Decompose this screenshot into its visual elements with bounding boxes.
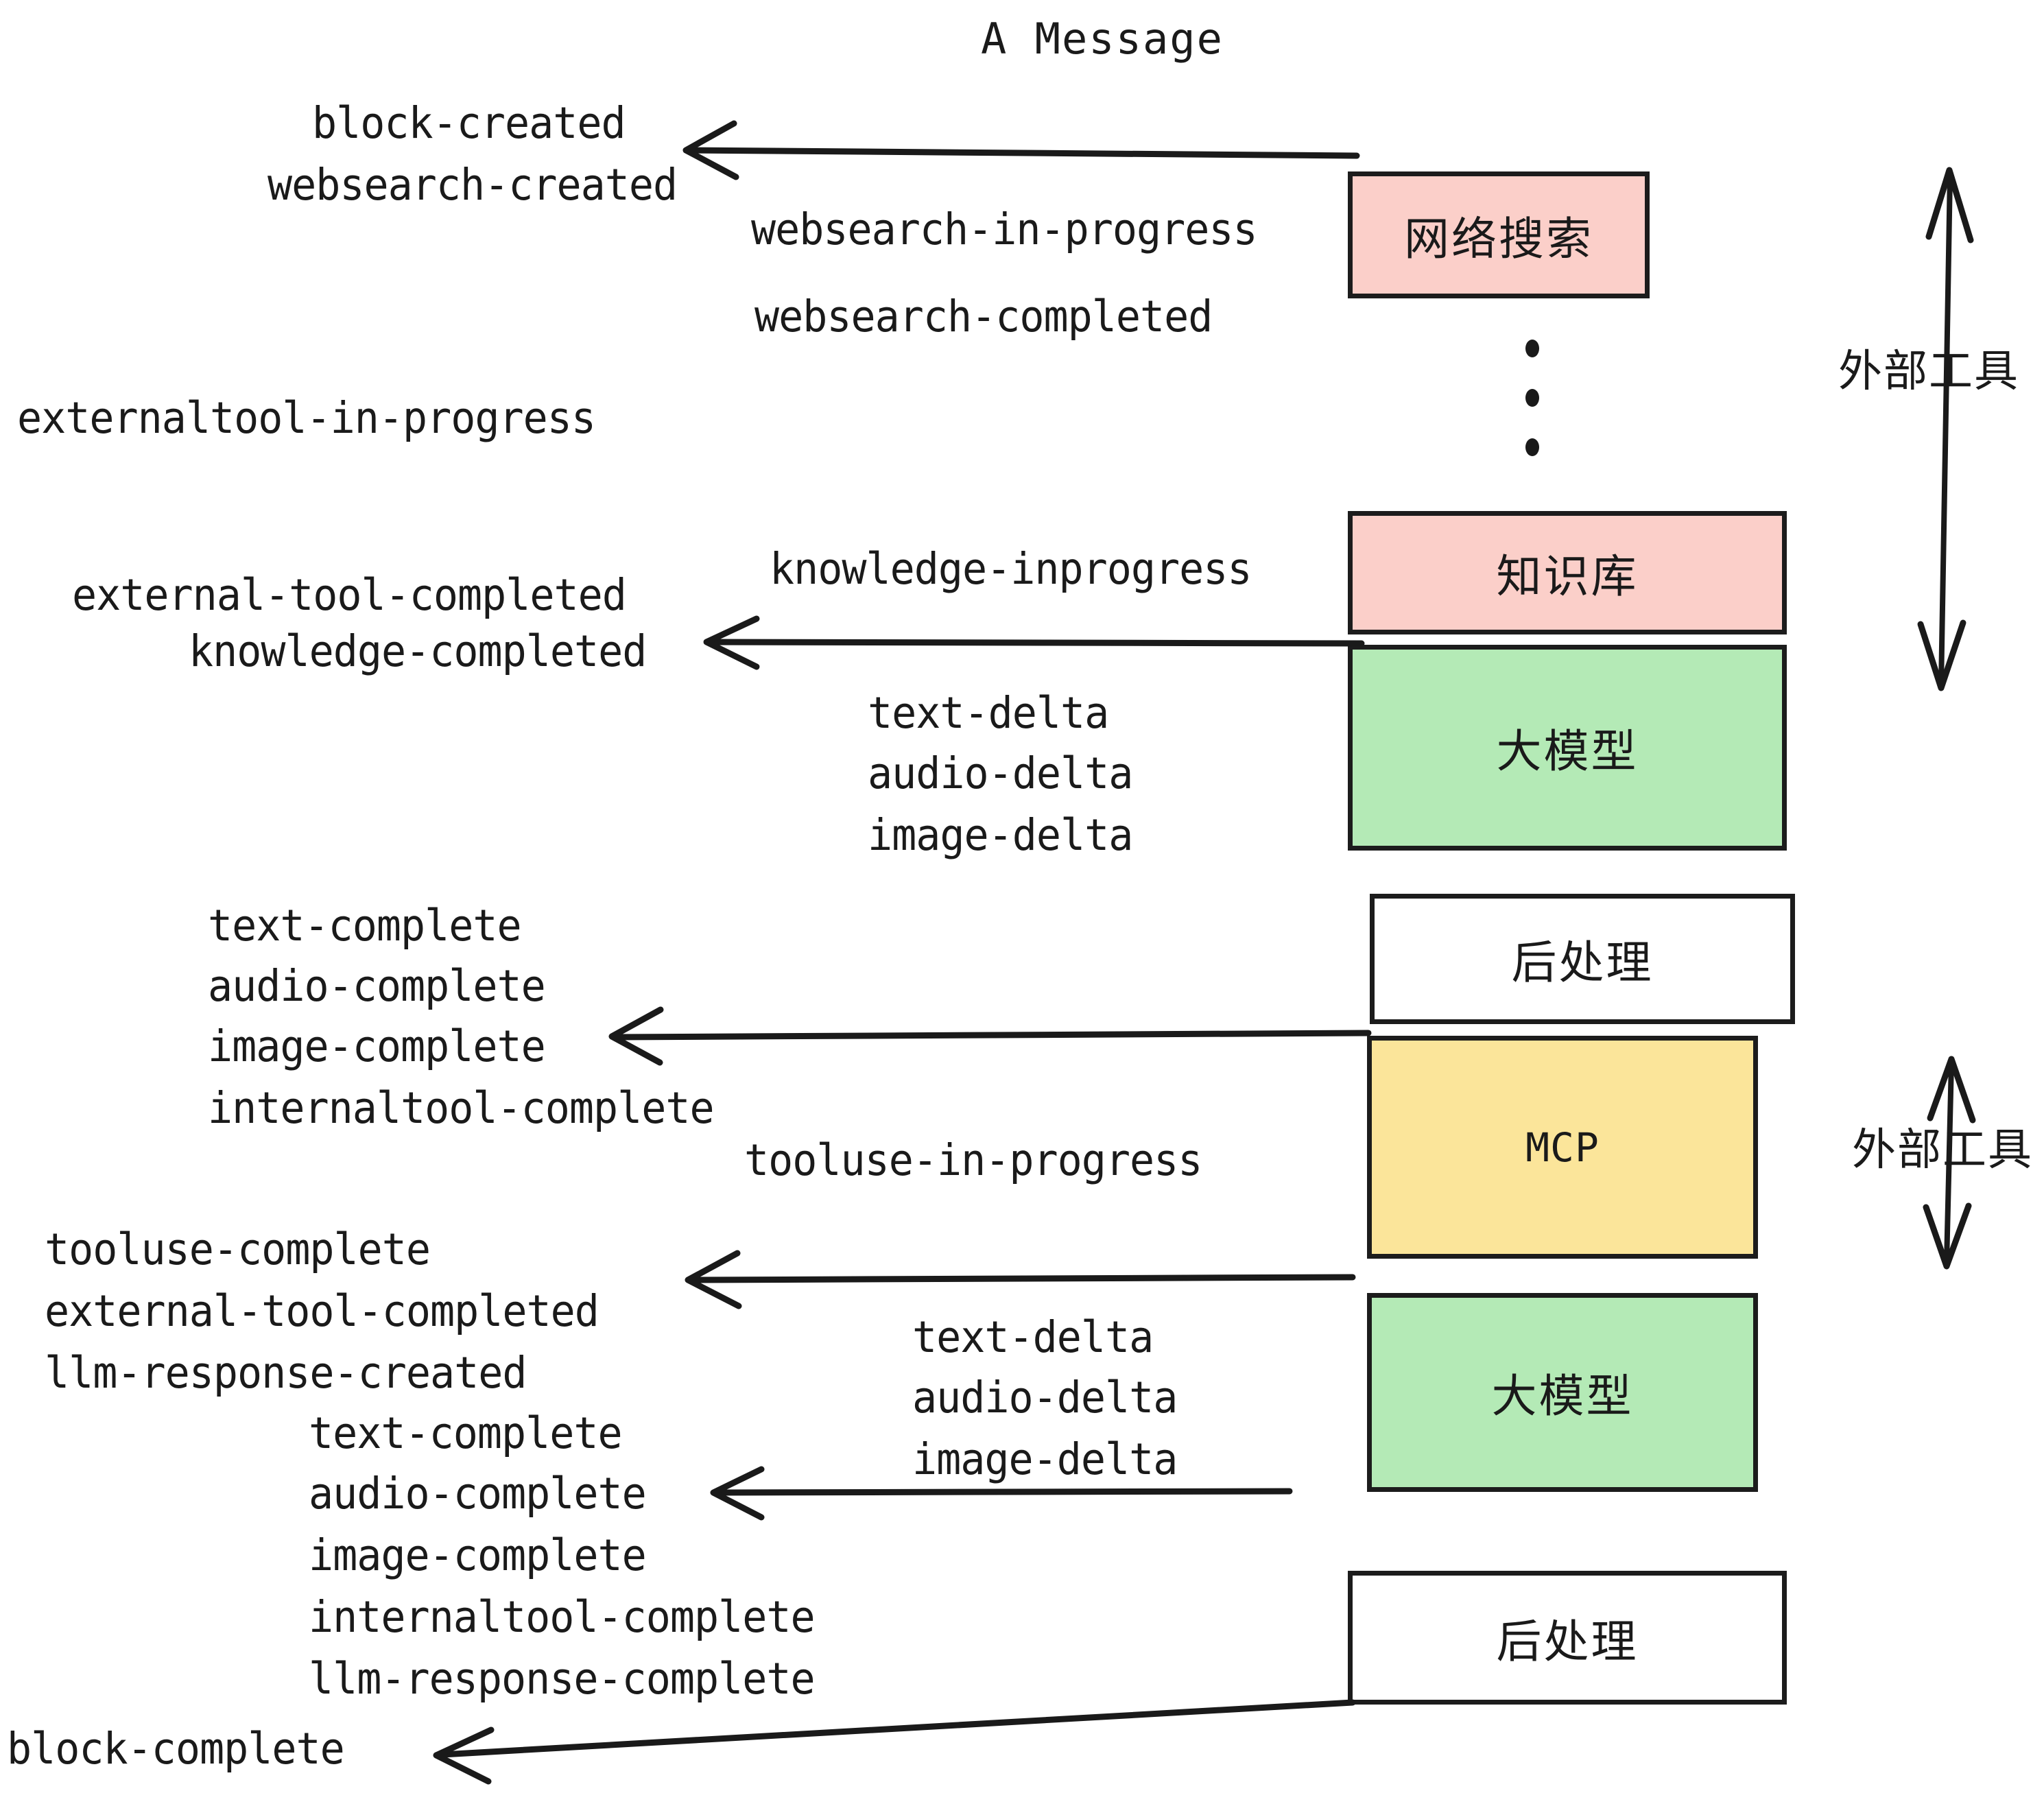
arrow-mcp-to-image-complete-line [614,1030,1372,1041]
side-label-external-tool-upper: 外部工具 [1838,346,2019,397]
event-label-knowledge-completed: knowledge-completed [189,626,647,678]
bracket-external-tool-upper-line [1938,172,1953,689]
event-label-image-delta-2: image-delta [912,1434,1178,1486]
event-label-externaltool-in-progress: externaltool-in-progress [17,392,596,444]
node-postprocess-upper[interactable]: 后处理 [1370,894,1795,1024]
node-llm-lower-label: 大模型 [1491,1370,1634,1423]
event-label-audio-delta-2: audio-delta [912,1372,1178,1424]
arrow-llm-lower-to-audio-complete-line [715,1488,1293,1496]
side-label-external-tool-lower: 外部工具 [1852,1125,2033,1176]
event-label-external-tool-completed-2: external-tool-completed [45,1285,599,1338]
node-llm-upper-label: 大模型 [1496,725,1639,778]
event-label-block-complete: block-complete [7,1723,345,1775]
dot-1 [1525,340,1539,357]
dot-2 [1525,389,1539,407]
event-label-audio-complete-1: audio-complete [208,960,546,1012]
event-label-image-delta-1: image-delta [868,809,1133,862]
node-mcp[interactable]: MCP [1367,1036,1758,1259]
arrow-llm-upper-to-knowledge-completed-line [708,639,1365,647]
node-llm-lower[interactable]: 大模型 [1367,1293,1758,1492]
event-label-websearch-completed: websearch-completed [754,291,1213,343]
event-label-tooluse-complete: tooluse-complete [45,1224,431,1276]
event-label-websearch-in-progress: websearch-in-progress [751,204,1258,256]
node-llm-upper[interactable]: 大模型 [1348,645,1787,851]
bracket-external-tool-upper-head-up [1925,167,1974,244]
event-label-llm-response-complete: llm-response-complete [309,1653,816,1705]
bracket-external-tool-upper-head-down [1917,619,1966,691]
arrow-llm-upper-to-knowledge-completed-head [703,615,760,670]
dot-3 [1525,438,1539,456]
bracket-external-tool-lower-head-down [1923,1202,1972,1270]
node-mcp-label: MCP [1525,1124,1600,1171]
event-label-internaltool-complete-1: internaltool-complete [208,1082,715,1135]
node-knowledge-base-label: 知识库 [1496,550,1639,603]
event-label-audio-delta-1: audio-delta [868,748,1133,800]
event-label-audio-complete-2: audio-complete [309,1468,647,1520]
node-postprocess-lower[interactable]: 后处理 [1348,1571,1787,1705]
node-web-search-label: 网络搜索 [1404,212,1593,265]
arrow-llm-lower-to-audio-complete-head [710,1466,765,1521]
bracket-external-tool-lower-head-up [1927,1056,1976,1124]
ellipsis-dots [1525,340,1540,456]
event-label-text-delta-1: text-delta [868,687,1109,739]
node-web-search[interactable]: 网络搜索 [1348,171,1650,298]
arrow-postprocess-to-block-complete-line [439,1699,1356,1758]
event-label-llm-response-created: llm-response-created [45,1347,527,1399]
event-label-text-delta-2: text-delta [912,1312,1154,1364]
event-label-text-complete-1: text-complete [208,900,522,952]
event-label-text-complete-2: text-complete [309,1408,623,1460]
arrow-mcp-to-tooluse-complete-line [689,1274,1356,1283]
arrow-websearch-to-block-created-line [686,147,1360,159]
event-label-knowledge-inprogress: knowledge-inprogress [770,543,1252,595]
event-label-internaltool-complete-2: internaltool-complete [309,1591,816,1643]
event-label-image-complete-2: image-complete [309,1530,647,1582]
event-label-tooluse-in-progress: tooluse-in-progress [744,1135,1202,1187]
event-label-external-tool-completed-1: external-tool-completed [72,569,627,621]
arrow-mcp-to-image-complete-head [608,1006,664,1066]
arrow-postprocess-to-block-complete-head [433,1726,495,1785]
node-knowledge-base[interactable]: 知识库 [1348,511,1787,634]
event-label-block-created: block-created [312,97,626,150]
event-label-image-complete-1: image-complete [208,1021,546,1073]
arrow-websearch-to-block-created-head [682,120,739,180]
event-label-websearch-created: websearch-created [268,159,678,211]
arrow-mcp-to-tooluse-complete-head [685,1250,742,1309]
node-postprocess-upper-label: 后处理 [1511,936,1654,989]
node-postprocess-lower-label: 后处理 [1496,1615,1639,1668]
diagram-title: A Message [981,14,1224,64]
